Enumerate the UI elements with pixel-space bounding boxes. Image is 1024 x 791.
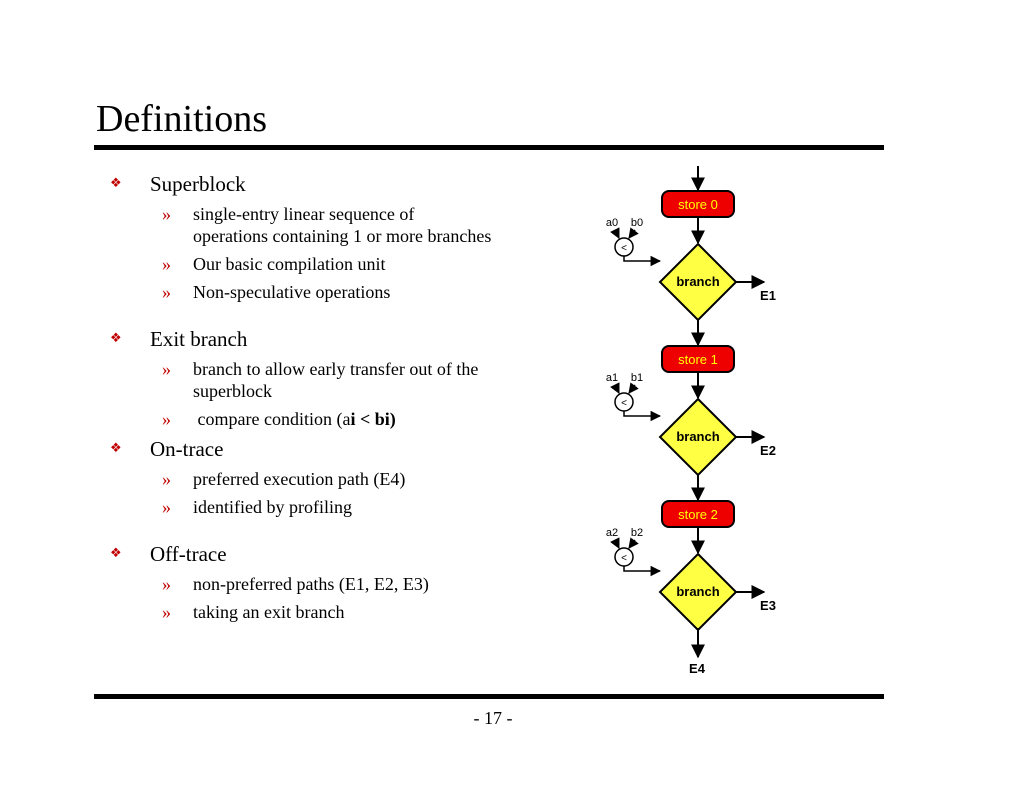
chevron-bullet-icon: » xyxy=(162,497,171,517)
diamond-bullet-icon: ❖ xyxy=(110,441,122,456)
page-number: - 17 - xyxy=(473,708,513,728)
bullet-label: Exit branch xyxy=(150,327,248,351)
chevron-bullet-icon: » xyxy=(162,409,171,429)
sub-item: » Our basic compilation unit xyxy=(110,253,493,275)
title-divider xyxy=(94,145,884,150)
exit-label-e4: E4 xyxy=(689,661,706,676)
chevron-bullet-icon: » xyxy=(162,359,171,379)
diamond-bullet-icon: ❖ xyxy=(110,546,122,561)
operand-a-arrow xyxy=(610,382,620,394)
sub-item-text: identified by profiling xyxy=(193,497,352,517)
footer-divider xyxy=(94,694,884,699)
branch-label: branch xyxy=(676,584,719,599)
compare-condition: i < bi) xyxy=(350,409,396,429)
operand-a-arrow xyxy=(610,227,620,239)
bullet-label: On-trace xyxy=(150,437,224,461)
operand-a-label: a1 xyxy=(606,372,618,384)
chevron-bullet-icon: » xyxy=(162,282,171,302)
operand-b-arrow xyxy=(628,227,639,239)
sub-item: » Non-speculative operations xyxy=(110,281,493,303)
chevron-bullet-icon: » xyxy=(162,469,171,489)
operand-b-label: b0 xyxy=(631,217,643,229)
branch-label: branch xyxy=(676,429,719,444)
condition-arrow xyxy=(623,565,662,577)
compare-op-symbol: < xyxy=(621,243,627,254)
sub-item: » taking an exit branch xyxy=(110,601,493,623)
sub-item-text: taking an exit branch xyxy=(193,602,345,622)
diamond-bullet-icon: ❖ xyxy=(110,176,122,191)
condition-arrow xyxy=(623,255,662,267)
sub-item: » non-preferred paths (E1, E2, E3) xyxy=(110,573,493,595)
bullet-on-trace: ❖ On-trace xyxy=(110,435,490,463)
chevron-bullet-icon: » xyxy=(162,204,171,224)
sub-item: » branch to allow early transfer out of … xyxy=(110,358,493,402)
condition-arrow xyxy=(623,410,662,422)
sub-item-text: Non-speculative operations xyxy=(193,282,391,302)
chevron-bullet-icon: » xyxy=(162,574,171,594)
chevron-bullet-icon: » xyxy=(162,602,171,622)
exit-label: E1 xyxy=(760,288,776,303)
operand-b-arrow xyxy=(628,537,639,549)
sub-item-text: branch to allow early transfer out of th… xyxy=(193,359,479,401)
store-label: store 2 xyxy=(678,507,718,522)
sub-item-text: preferred execution path (E4) xyxy=(193,469,406,489)
bullet-list: ❖ Superblock » single-entry linear seque… xyxy=(110,170,493,623)
exit-label: E3 xyxy=(760,598,776,613)
sub-item: » preferred execution path (E4) xyxy=(110,468,493,490)
compare-op-symbol: < xyxy=(621,398,627,409)
bullet-off-trace: ❖ Off-trace xyxy=(110,540,490,568)
operand-a-label: a2 xyxy=(606,527,618,539)
sub-item-text: Our basic compilation unit xyxy=(193,254,386,274)
store-label: store 1 xyxy=(678,352,718,367)
bullet-label: Off-trace xyxy=(150,542,227,566)
chevron-bullet-icon: » xyxy=(162,254,171,274)
branch-label: branch xyxy=(676,274,719,289)
operand-b-label: b1 xyxy=(631,372,643,384)
page-title: Definitions xyxy=(96,98,267,140)
sub-item: » identified by profiling xyxy=(110,496,493,518)
operand-b-arrow xyxy=(628,382,639,394)
store-label: store 0 xyxy=(678,197,718,212)
sub-item: » single-entry linear sequence of operat… xyxy=(110,203,493,247)
sub-item-text: single-entry linear sequence of operatio… xyxy=(193,204,492,246)
compare-op-symbol: < xyxy=(621,553,627,564)
compare-prefix: compare condition (a xyxy=(193,409,351,429)
sub-item-text: non-preferred paths (E1, E2, E3) xyxy=(193,574,429,594)
sub-item-compare: » compare condition (ai < bi) xyxy=(110,408,493,430)
operand-b-label: b2 xyxy=(631,527,643,539)
bullet-exit-branch: ❖ Exit branch xyxy=(110,325,490,353)
exit-label: E2 xyxy=(760,443,776,458)
bullet-label: Superblock xyxy=(150,172,246,196)
operand-a-label: a0 xyxy=(606,217,618,229)
operand-a-arrow xyxy=(610,537,620,549)
diamond-bullet-icon: ❖ xyxy=(110,331,122,346)
bullet-superblock: ❖ Superblock xyxy=(110,170,490,198)
